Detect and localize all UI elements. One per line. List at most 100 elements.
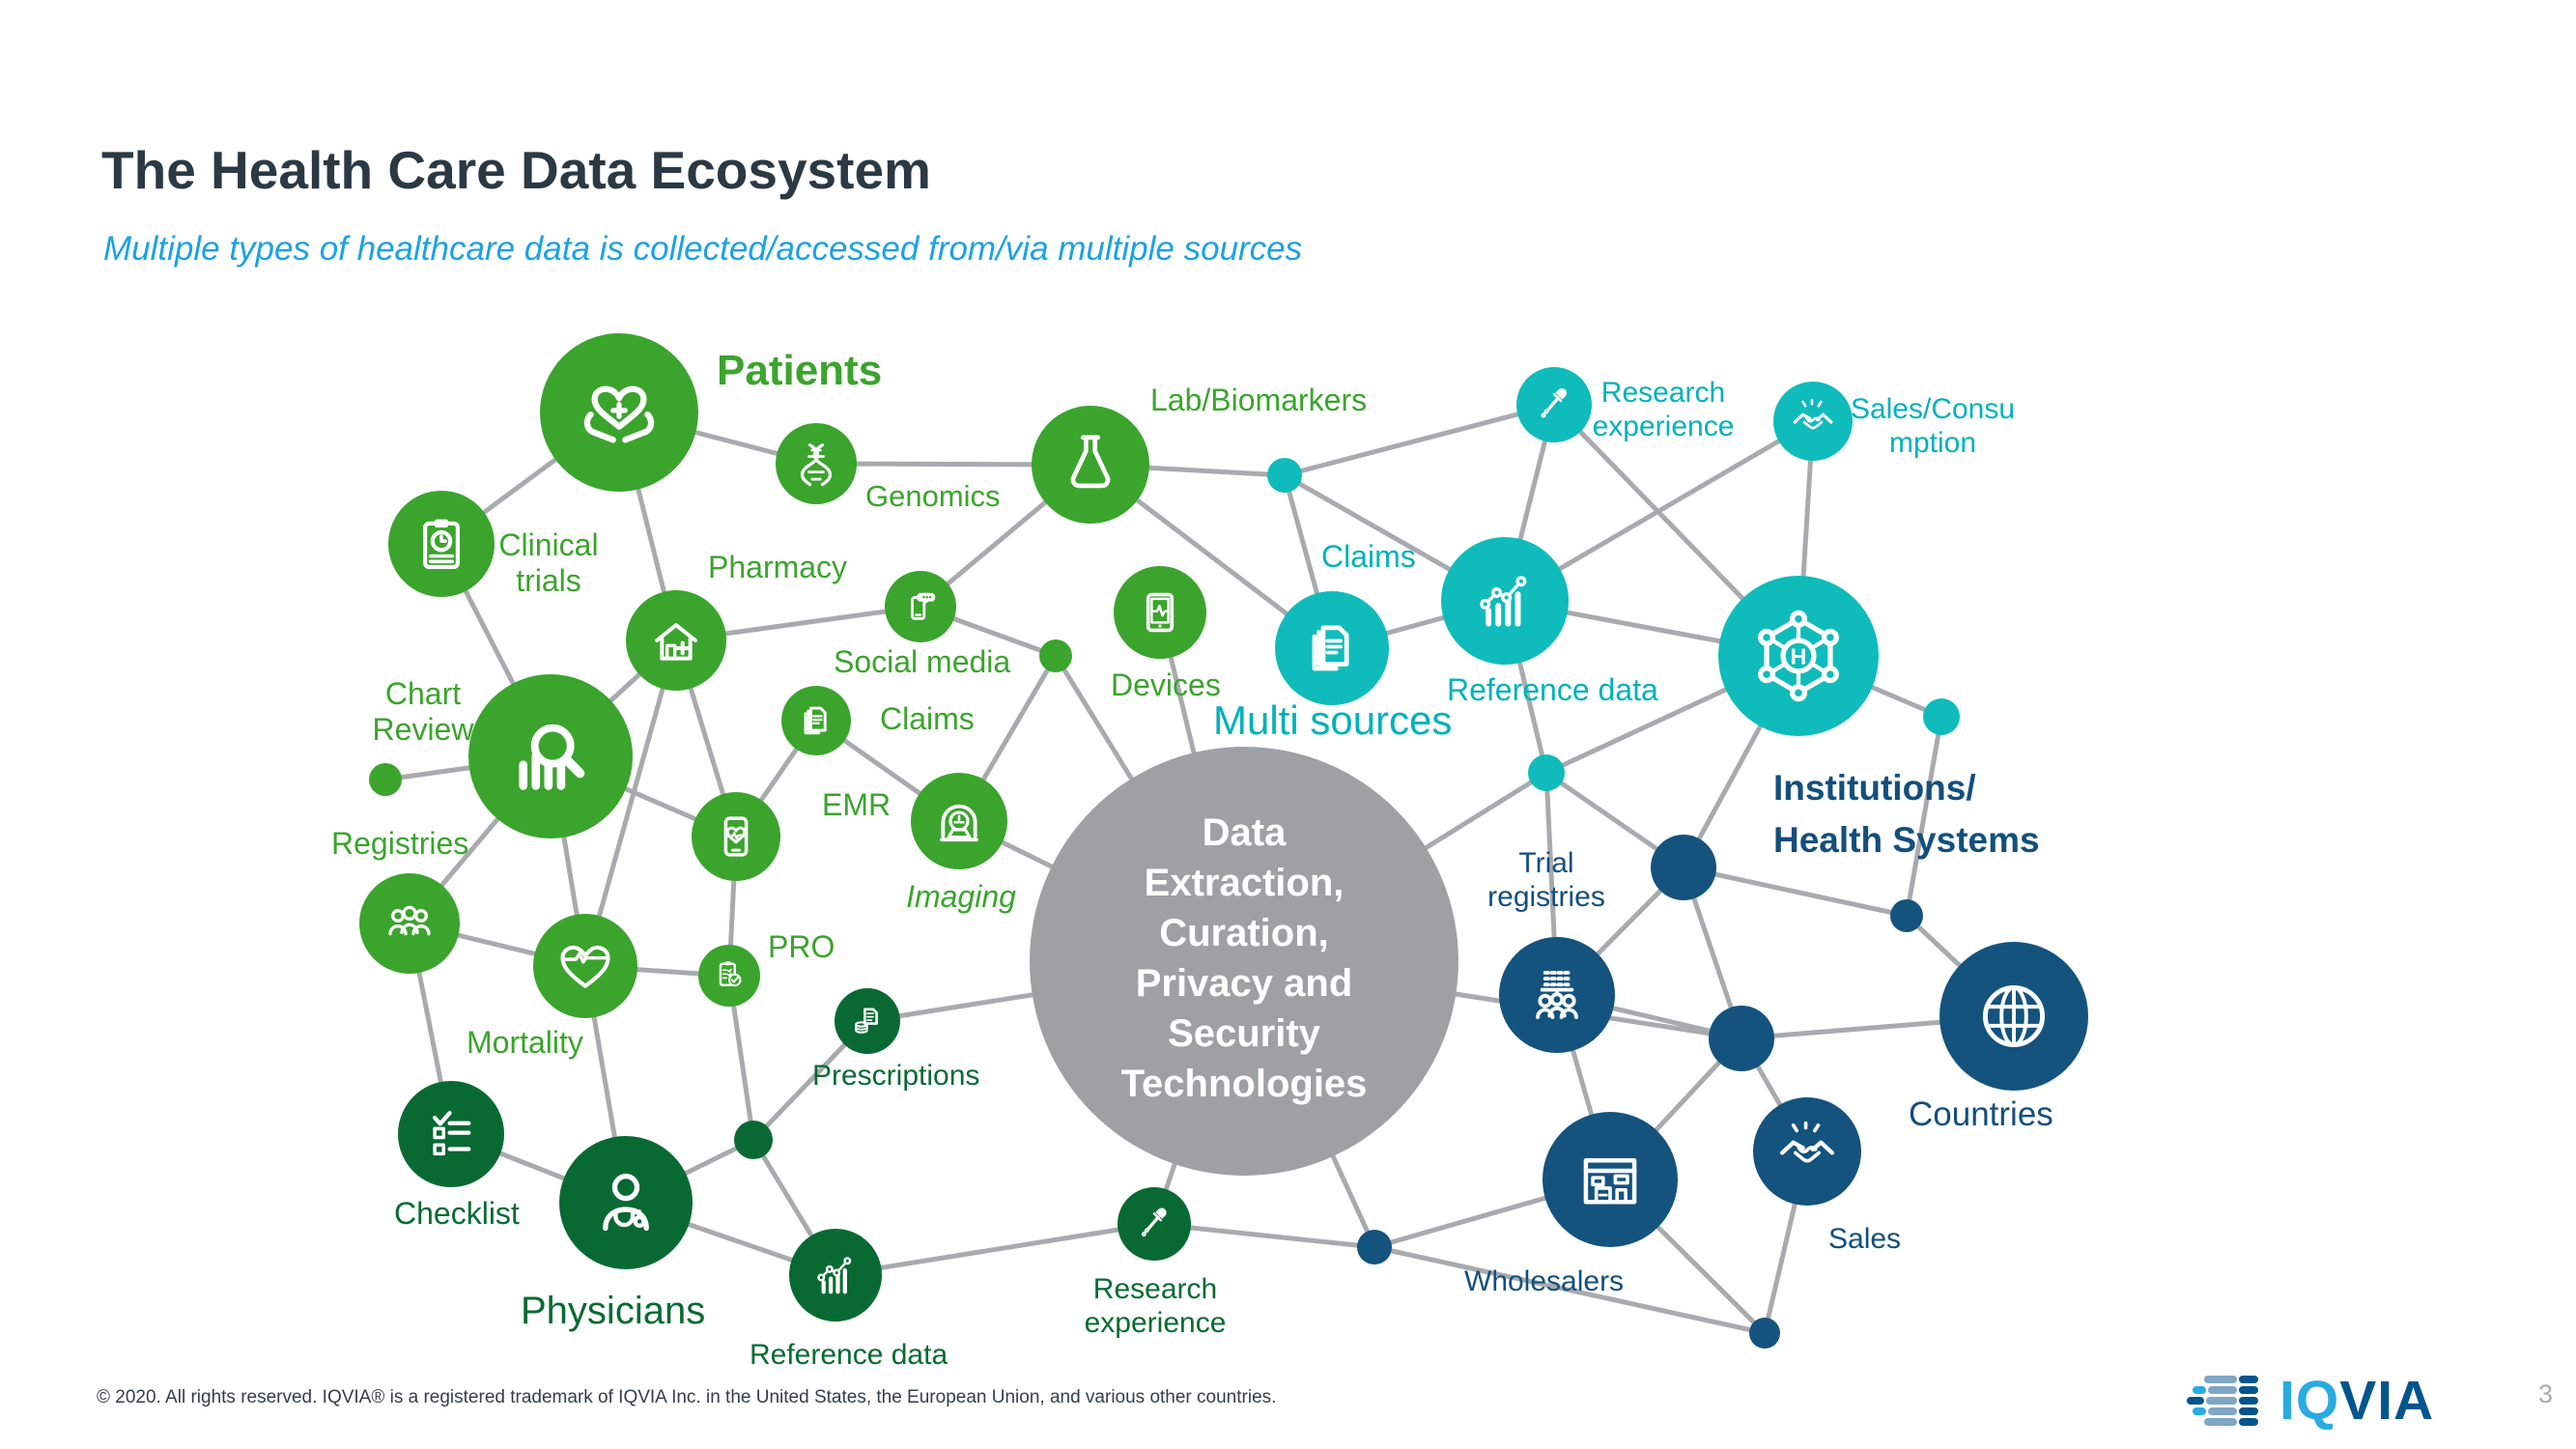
connector-dot-dotK <box>1357 1230 1392 1264</box>
label-line: Review <box>372 712 474 748</box>
label-physicians: Physicians <box>521 1289 705 1333</box>
connector-line <box>582 639 679 967</box>
node-lab <box>1032 406 1149 524</box>
label-line: Devices <box>1111 668 1221 702</box>
node-claimsGreen <box>781 686 851 755</box>
connector-dot-dotE <box>369 763 402 796</box>
label-genomics: Genomics <box>865 479 1001 514</box>
doctor-icon <box>603 1173 649 1232</box>
label-line: Institutions/ <box>1773 768 1976 808</box>
node-center <box>1030 747 1458 1176</box>
label-pro: PRO <box>768 929 835 965</box>
connector-line <box>1373 1244 1766 1336</box>
phone-chat-icon <box>911 592 936 620</box>
label-socialmedia: Social media <box>834 644 1010 680</box>
clipboard-clock-icon <box>422 519 461 570</box>
label-line: Health Systems <box>1773 819 2040 860</box>
chart-growth-icon <box>1480 576 1527 627</box>
label-line: Mortality <box>467 1025 583 1060</box>
node-clinicaltrials <box>388 491 495 597</box>
phone-heart-icon <box>723 816 749 857</box>
heart-pulse-icon <box>560 945 610 988</box>
svg-text:H: H <box>1791 643 1807 668</box>
label-line: Physicians <box>521 1290 706 1332</box>
connector-line <box>1683 865 1908 919</box>
hex-network-h-icon: H <box>1758 610 1839 702</box>
tablet-pulse-icon <box>1146 592 1175 633</box>
label-line: Reference data <box>750 1339 948 1371</box>
label-line: Lab/Biomarkers <box>1150 383 1368 417</box>
label-institutions: Institutions/Health Systems <box>1773 762 2040 866</box>
label-line: EMR <box>822 787 892 822</box>
node-wholesalers <box>1543 1112 1678 1247</box>
chart-growth-icon <box>817 1257 852 1294</box>
handshake-rays-icon <box>1780 1121 1834 1163</box>
node-chartreview <box>468 674 633 838</box>
node-researchExpTeal <box>1516 367 1592 442</box>
connector-dot-dotJ <box>1709 1006 1774 1071</box>
page-title: The Health Care Data Ecosystem <box>101 140 931 200</box>
hands-heart-icon <box>583 385 655 443</box>
docs-stack-icon <box>804 706 827 735</box>
coins-doc-icon <box>855 1008 878 1034</box>
label-lab: Lab/Biomarkers <box>1150 383 1367 418</box>
node-prescriptions <box>835 988 900 1054</box>
label-wholesalers: Wholesalers <box>1464 1265 1624 1299</box>
iqvia-logo-text-iq: IQ <box>2279 1369 2340 1432</box>
label-line: Reference data <box>1447 672 1658 707</box>
node-pharmacy <box>626 590 726 691</box>
house-cross-icon <box>655 623 697 661</box>
label-line: Wholesalers <box>1464 1265 1625 1297</box>
node-checklist <box>398 1081 504 1187</box>
dropper-icon <box>1541 388 1567 418</box>
handshake-rays-icon <box>1793 399 1833 430</box>
connector-dot-dotH <box>1651 835 1716 900</box>
connector-line <box>1284 402 1555 478</box>
node-emr <box>692 792 780 881</box>
connector-dot-dotI <box>1890 899 1923 932</box>
node-socialmedia <box>885 571 956 642</box>
connector-line <box>1904 716 1944 917</box>
node-refDataDark <box>789 1229 882 1321</box>
label-line: Checklist <box>394 1196 520 1231</box>
node-researchExpDark <box>1118 1187 1191 1261</box>
label-line: Trial <box>1518 847 1574 879</box>
node-countries <box>1939 942 2088 1091</box>
label-claimsTeal: Claims <box>1321 539 1416 575</box>
label-line: Technologies <box>1120 1063 1368 1105</box>
connector-dot-dotL <box>1749 1318 1780 1349</box>
node-imaging <box>911 773 1007 869</box>
node-refDataTeal <box>1441 537 1569 665</box>
connector-line <box>835 1221 1155 1278</box>
label-multiSources: Multi sources <box>1213 697 1452 745</box>
node-salesConsumption <box>1773 382 1853 461</box>
label-countries: Countries <box>1909 1095 2053 1135</box>
people-group-icon <box>388 905 431 936</box>
label-pharmacy: Pharmacy <box>708 550 847 585</box>
label-line: Extraction, <box>1144 862 1345 904</box>
label-refDataDark: Reference data <box>750 1339 948 1373</box>
iqvia-logo-stripes-icon <box>2187 1376 2258 1426</box>
label-line: Chart <box>384 676 462 711</box>
label-line: Security <box>1168 1012 1320 1055</box>
node-genomics <box>776 423 857 504</box>
connector-dot-dotF <box>734 1121 773 1159</box>
podium-people-icon <box>1536 971 1578 1019</box>
label-registries: Registries <box>331 826 468 862</box>
node-devices <box>1114 566 1206 659</box>
label-claimsGreen: Claims <box>880 701 975 737</box>
label-line: Pharmacy <box>708 550 848 584</box>
connector-dot-dotB <box>1528 754 1565 791</box>
label-line: Sales/Consu <box>1850 393 2016 425</box>
dna-icon <box>800 443 833 487</box>
label-imaging: Imaging <box>906 879 1016 915</box>
flask-icon <box>1070 435 1111 489</box>
label-line: Patients <box>717 347 883 394</box>
